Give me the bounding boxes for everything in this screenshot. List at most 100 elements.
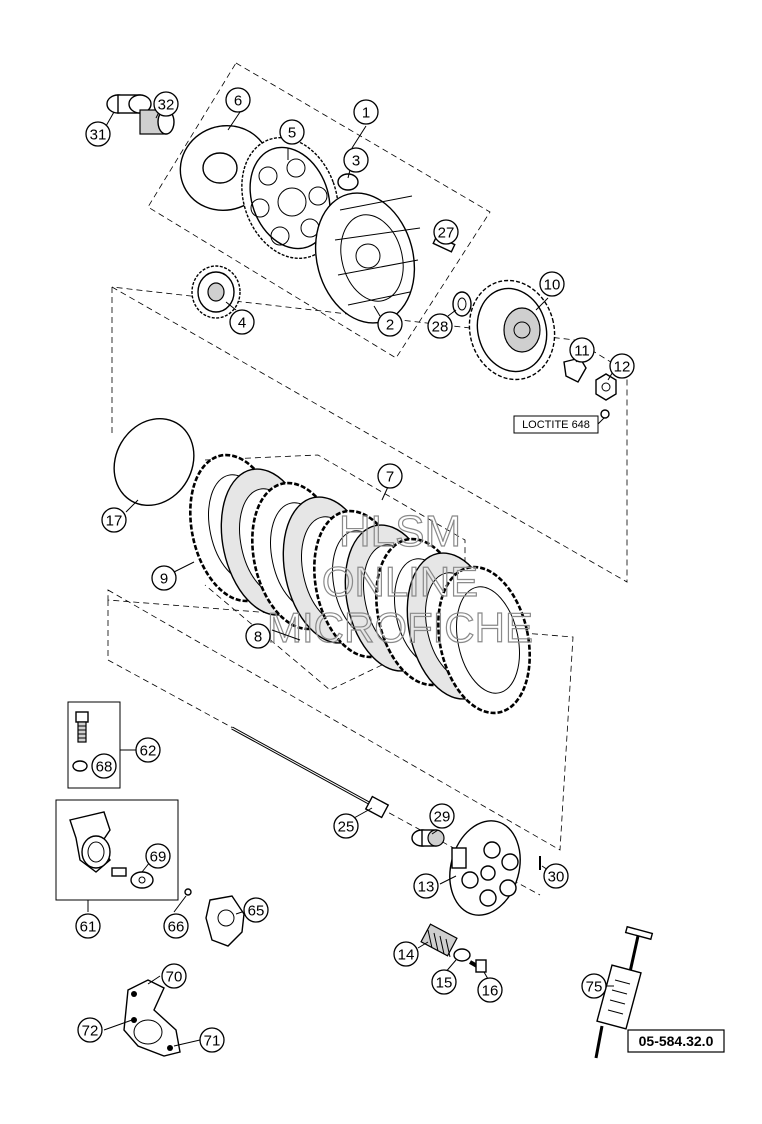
callout-62: 62 [135,737,161,763]
primary-gear-part [241,136,339,260]
callout-label-16: 16 [482,983,499,1000]
group-outline-clutch-basket [147,62,491,359]
callout-label-27: 27 [438,225,455,242]
drawing-code: 05-584.32.0 [627,1029,725,1053]
release-bearing-part [411,829,445,847]
pressure-plate-part [449,820,521,916]
callout-label-4: 4 [238,315,246,332]
nut-part [595,373,617,419]
callout-32: 32 [153,91,179,117]
callout-75: 75 [581,973,607,999]
callout-label-9: 9 [160,571,168,588]
callout-68: 68 [91,753,117,779]
watermark: HLSM ONLINE MICROFICHE [266,506,533,651]
callout-label-6: 6 [234,93,242,110]
drawing-code-text: 05-584.32.0 [639,1033,714,1049]
callout-66: 66 [163,913,189,939]
callout-12: 12 [609,353,635,379]
gasket-part [205,895,245,947]
callout-61: 61 [75,913,101,939]
callout-7: 7 [377,463,403,489]
callout-label-15: 15 [436,975,453,992]
callout-1: 1 [353,99,379,125]
callout-10: 10 [539,271,565,297]
callout-13: 13 [413,873,439,899]
group-outline-release [107,600,541,896]
syringe-tool-part [594,925,654,1059]
washer-part [452,291,472,317]
callout-label-72: 72 [82,1023,99,1040]
callout-65: 65 [243,897,269,923]
spring-part [420,923,458,958]
callout-72: 72 [77,1017,103,1043]
callout-label-7: 7 [386,469,394,486]
bolt-part [469,959,487,973]
bleeder-kit-box [67,701,136,789]
callout-label-28: 28 [432,319,449,336]
callout-label-66: 66 [168,919,185,936]
callout-30: 30 [543,863,569,889]
callout-31: 31 [85,121,111,147]
loctite-note-text: LOCTITE 648 [522,419,590,431]
callout-29: 29 [429,803,455,829]
bushing-part [337,173,359,191]
small-ball-part [184,888,192,896]
callout-17: 17 [101,507,127,533]
callout-5: 5 [279,119,305,145]
callout-9: 9 [151,565,177,591]
o-ring-part [113,417,195,507]
callout-16: 16 [477,977,503,1003]
callout-71: 71 [199,1027,225,1053]
callout-69: 69 [145,843,171,869]
callout-8: 8 [245,623,271,649]
callout-label-3: 3 [352,153,360,170]
callout-2: 2 [377,311,403,337]
callout-6: 6 [225,87,251,113]
callout-label-30: 30 [548,869,565,886]
callout-label-75: 75 [586,979,603,996]
callout-28: 28 [427,313,453,339]
callout-label-2: 2 [386,317,394,334]
callout-label-61: 61 [80,919,97,936]
cover-gasket-part [123,979,181,1057]
callout-14: 14 [393,941,419,967]
callout-27: 27 [433,219,459,245]
loctite-note: LOCTITE 648 [513,415,605,434]
callout-4: 4 [229,309,255,335]
callout-15: 15 [431,969,457,995]
callout-label-29: 29 [434,809,451,826]
callout-label-8: 8 [254,629,262,646]
callout-label-25: 25 [338,819,355,836]
inner-clutch-hub-part [468,279,556,381]
clutch-plate-bore [456,586,520,694]
callout-label-14: 14 [398,947,415,964]
callout-label-10: 10 [544,277,561,294]
callout-label-32: 32 [158,97,175,114]
group-outline-pressure-plate [107,589,574,851]
callout-11: 11 [569,337,595,363]
clutch-plate-stack [188,453,532,715]
callout-25: 25 [333,813,359,839]
callout-label-1: 1 [362,105,370,122]
push-rod-part [231,726,390,819]
callout-3: 3 [343,147,369,173]
callout-70: 70 [161,963,187,989]
callout-label-5: 5 [288,125,296,142]
callout-label-13: 13 [418,879,435,896]
small-gear-part [191,265,241,319]
callout-label-62: 62 [140,743,157,760]
callout-label-31: 31 [90,127,107,144]
callout-label-69: 69 [150,849,167,866]
callout-label-12: 12 [614,359,631,376]
watermark-line-2: ONLINE [322,558,478,605]
callout-label-68: 68 [96,759,113,776]
watermark-line-3: MICROFICHE [267,604,533,651]
callout-label-70: 70 [166,969,183,986]
callout-label-65: 65 [248,903,265,920]
callout-label-17: 17 [106,513,123,530]
washer-small-part [453,948,471,962]
callout-label-11: 11 [574,343,590,360]
slave-cylinder-box [55,799,179,912]
